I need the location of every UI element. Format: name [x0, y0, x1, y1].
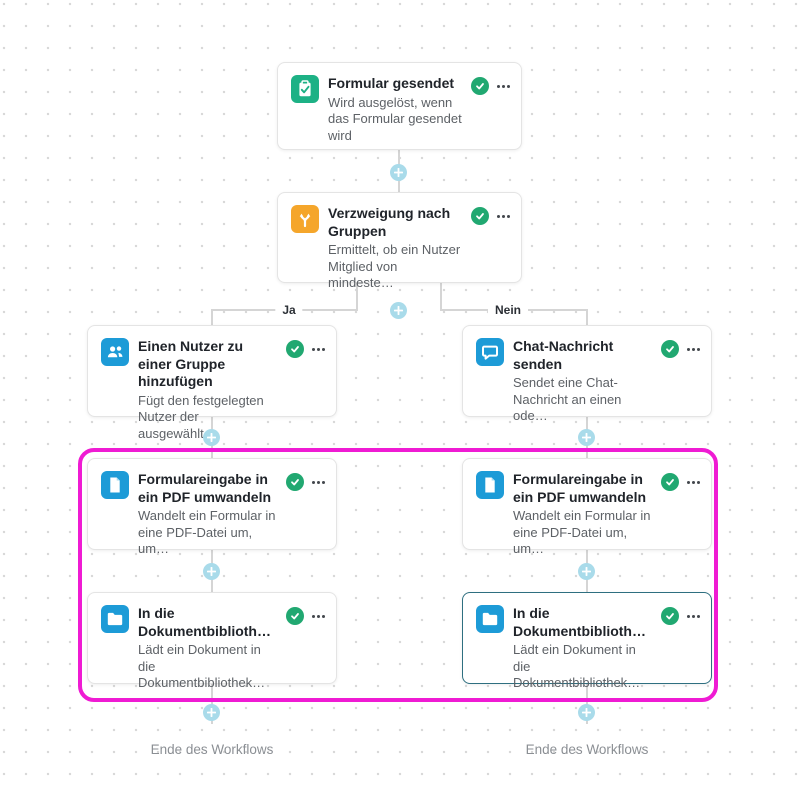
connector-line [211, 309, 213, 335]
node-description: Wandelt ein Formular in eine PDF-Datei u… [513, 508, 651, 557]
folder-icon [101, 605, 129, 633]
more-options-button[interactable] [496, 77, 511, 95]
node-status-area [286, 471, 326, 537]
more-options-button[interactable] [496, 207, 511, 225]
branch-split-icon [291, 205, 319, 233]
status-success-icon [286, 607, 304, 625]
add-step-button[interactable] [203, 704, 220, 721]
node-title: Formulareingabe in ein PDF umwandeln [138, 471, 272, 505]
node-title: Verzweigung nach Gruppen [328, 205, 451, 239]
node-title: Formulareingabe in ein PDF umwandeln [513, 471, 647, 505]
workflow-node-send-chat-message[interactable]: Chat-Nachricht senden Sendet eine Chat-N… [462, 325, 712, 423]
status-success-icon [661, 473, 679, 491]
node-title: Einen Nutzer zu einer Gruppe hinzufügen [138, 338, 244, 389]
node-status-area [471, 205, 511, 270]
add-step-button[interactable] [390, 302, 407, 319]
add-step-button[interactable] [578, 429, 595, 446]
node-status-area [661, 605, 701, 671]
clipboard-check-icon [291, 75, 319, 103]
status-success-icon [661, 340, 679, 358]
node-description: Wandelt ein Formular in eine PDF-Datei u… [138, 508, 276, 557]
node-status-area [471, 75, 511, 137]
node-text: Formular gesendet Wird ausgelöst, wenn d… [328, 75, 462, 143]
node-text: Formulareingabe in ein PDF umwandeln Wan… [513, 471, 652, 556]
workflow-node-add-user-to-group[interactable]: Einen Nutzer zu einer Gruppe hinzufügen … [87, 325, 337, 441]
node-text: Einen Nutzer zu einer Gruppe hinzufügen … [138, 338, 277, 441]
connector-line [356, 272, 358, 311]
node-title: Chat-Nachricht senden [513, 338, 614, 372]
more-options-button[interactable] [311, 607, 326, 625]
node-title: In die Dokumentbiblioth… [513, 605, 646, 639]
node-status-area [286, 338, 326, 404]
more-options-button[interactable] [686, 473, 701, 491]
more-options-button[interactable] [311, 473, 326, 491]
workflow-node-trigger[interactable]: Formular gesendet Wird ausgelöst, wenn d… [277, 62, 522, 150]
node-title: Formular gesendet [328, 75, 455, 91]
node-text: In die Dokumentbiblioth… Lädt ein Dokume… [513, 605, 652, 690]
node-text: Verzweigung nach Gruppen Ermittelt, ob e… [328, 205, 462, 290]
add-step-button[interactable] [390, 164, 407, 181]
node-description: Sendet eine Chat-Nachricht an einen ode… [513, 375, 622, 424]
node-title: In die Dokumentbiblioth… [138, 605, 271, 639]
add-step-button[interactable] [203, 429, 220, 446]
status-success-icon [286, 473, 304, 491]
add-step-button[interactable] [578, 704, 595, 721]
status-success-icon [471, 207, 489, 225]
workflow-node-upload-library-left[interactable]: In die Dokumentbiblioth… Lädt ein Dokume… [87, 592, 337, 690]
end-of-workflow-label: Ende des Workflows [150, 742, 274, 757]
connector-line [586, 309, 588, 335]
more-options-button[interactable] [311, 340, 326, 358]
status-success-icon [286, 340, 304, 358]
node-description: Lädt ein Dokument in die Dokumentbibliot… [513, 642, 641, 691]
node-description: Ermittelt, ob ein Nutzer Mitglied von mi… [328, 242, 461, 291]
branch-yes-label: Ja [275, 302, 303, 318]
node-description: Lädt ein Dokument in die Dokumentbibliot… [138, 642, 266, 691]
node-description: Wird ausgelöst, wenn das Formular gesend… [328, 94, 462, 143]
workflow-node-upload-library-right-selected[interactable]: In die Dokumentbiblioth… Lädt ein Dokume… [462, 592, 712, 690]
status-success-icon [471, 77, 489, 95]
document-icon [476, 471, 504, 499]
more-options-button[interactable] [686, 607, 701, 625]
folder-icon [476, 605, 504, 633]
node-status-area [661, 471, 701, 537]
add-step-button[interactable] [578, 563, 595, 580]
workflow-node-branch[interactable]: Verzweigung nach Gruppen Ermittelt, ob e… [277, 192, 522, 290]
node-status-area [286, 605, 326, 671]
chat-bubble-icon [476, 338, 504, 366]
workflow-node-convert-pdf-left[interactable]: Formulareingabe in ein PDF umwandeln Wan… [87, 458, 337, 556]
node-description: Fügt den festgelegten Nutzer der ausgewä… [138, 392, 264, 441]
end-of-workflow-label: Ende des Workflows [525, 742, 649, 757]
connector-line [440, 272, 442, 311]
node-text: Formulareingabe in ein PDF umwandeln Wan… [138, 471, 277, 556]
status-success-icon [661, 607, 679, 625]
node-text: In die Dokumentbiblioth… Lädt ein Dokume… [138, 605, 277, 690]
more-options-button[interactable] [686, 340, 701, 358]
branch-no-label: Nein [487, 302, 529, 318]
node-text: Chat-Nachricht senden Sendet eine Chat-N… [513, 338, 652, 423]
add-step-button[interactable] [203, 563, 220, 580]
users-icon [101, 338, 129, 366]
node-status-area [661, 338, 701, 404]
workflow-node-convert-pdf-right[interactable]: Formulareingabe in ein PDF umwandeln Wan… [462, 458, 712, 556]
document-icon [101, 471, 129, 499]
